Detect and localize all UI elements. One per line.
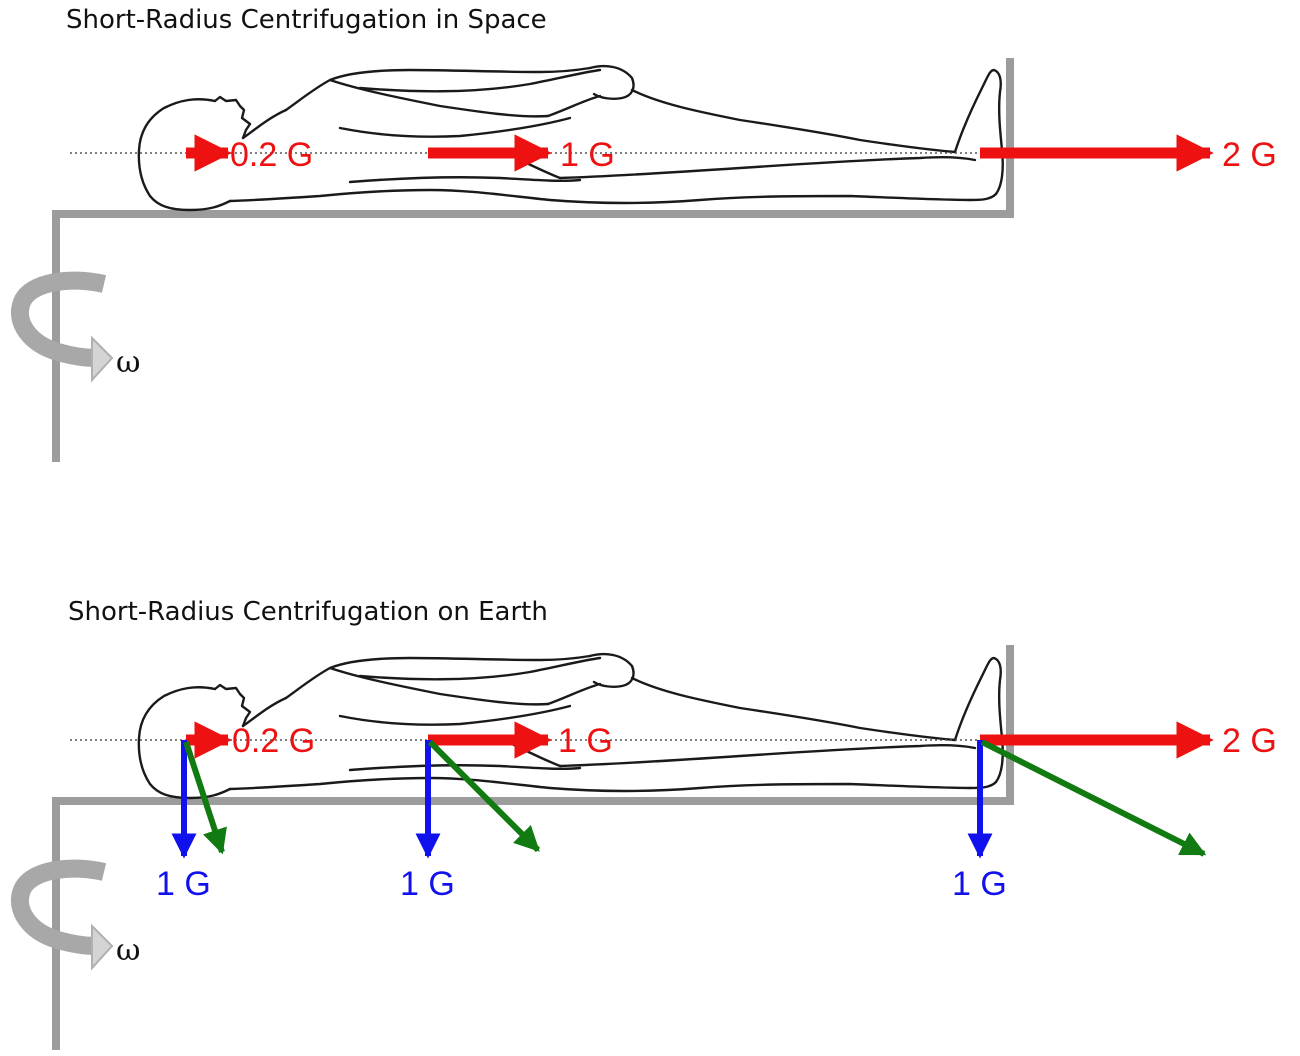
centrifugal-label-head: 0.2 G <box>230 136 313 174</box>
gravity-label-feet: 1 G <box>952 865 1007 903</box>
panel-earth: Short-Radius Centrifugation on Earth 0.2… <box>11 597 1277 1050</box>
omega-symbol: ω <box>116 345 140 380</box>
resultant-arrow-center <box>427 739 541 853</box>
resultant-arrow-feet <box>980 739 1207 857</box>
panel-title: Short-Radius Centrifugation in Space <box>66 5 547 35</box>
centrifugal-label-center: 1 G <box>560 136 615 174</box>
gravity-label-center: 1 G <box>400 865 455 903</box>
rotation-arrow-icon <box>11 271 114 383</box>
gravity-label-head: 1 G <box>156 865 211 903</box>
centrifuge-frame <box>52 58 1014 462</box>
panel-title: Short-Radius Centrifugation on Earth <box>68 597 548 627</box>
centrifugal-label-feet: 2 G <box>1222 722 1277 760</box>
centrifugal-label-center: 1 G <box>558 722 613 760</box>
panel-space: Short-Radius Centrifugation in Space 0.2… <box>11 5 1277 462</box>
omega-symbol: ω <box>116 933 140 968</box>
centrifuge-frame <box>52 645 1014 1050</box>
centrifugal-label-feet: 2 G <box>1222 136 1277 174</box>
rotation-arrow-icon <box>11 859 114 971</box>
resultant-arrow-head <box>183 741 227 855</box>
centrifugal-label-head: 0.2 G <box>232 722 315 760</box>
